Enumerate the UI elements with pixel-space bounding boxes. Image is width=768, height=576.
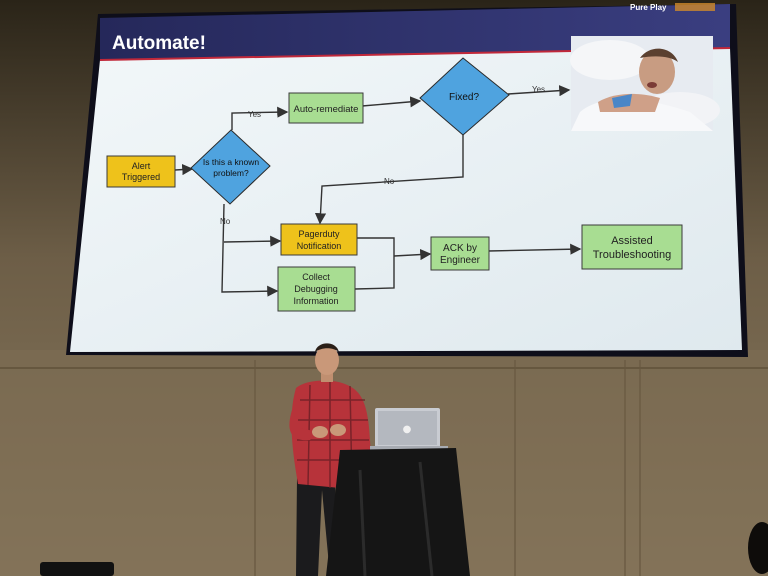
node-known-line2: problem?: [213, 168, 249, 178]
node-pagerduty-line1: Pagerduty: [298, 229, 340, 239]
node-fixed-line1: Fixed?: [449, 92, 479, 103]
node-assisted-troubleshooting: Assisted Troubleshooting: [581, 224, 683, 270]
brand-text: Pure Play: [630, 3, 667, 12]
node-remediate-line1: Auto-remediate: [294, 104, 359, 115]
node-assisted-line2: Troubleshooting: [593, 249, 671, 261]
node-collect-line1: Collect: [302, 272, 330, 282]
node-collect-line3: Information: [293, 296, 338, 306]
node-ack-line2: Engineer: [440, 255, 481, 266]
sleeping-person-photo: [570, 36, 720, 131]
node-ack-by-engineer: ACK by Engineer: [430, 236, 490, 271]
flow-connectors: [174, 85, 582, 297]
slide: Automate! Pure Play Yes No Yes: [70, 3, 742, 352]
node-collect-line2: Debugging: [294, 284, 338, 294]
node-known-line1: Is this a known: [203, 157, 259, 167]
edge-label-fixed-no: No: [384, 177, 395, 186]
apple-logo-icon: ●: [403, 424, 412, 435]
node-collect-debugging: Collect Debugging Information: [277, 266, 356, 312]
podium-table: [326, 448, 470, 576]
audience-head: [748, 522, 768, 574]
slide-title: Automate!: [112, 33, 206, 54]
brand-accent: [675, 3, 715, 11]
node-known-problem: Is this a known problem?: [190, 129, 271, 205]
node-ack-line1: ACK by: [443, 243, 477, 254]
node-fixed: Fixed?: [419, 57, 510, 136]
node-alert-triggered: Alert Triggered: [106, 155, 176, 188]
node-alert-line1: Alert: [132, 161, 151, 171]
node-alert-line2: Triggered: [122, 172, 160, 182]
node-auto-remediate: Auto-remediate: [288, 92, 364, 124]
edge-label-known-no: No: [220, 217, 231, 226]
node-assisted-line1: Assisted: [611, 235, 653, 247]
laptop: ●: [370, 408, 448, 450]
floor-monitor: [40, 562, 114, 576]
wall-panels: [0, 360, 768, 576]
node-pagerduty-notification: Pagerduty Notification: [280, 223, 358, 256]
edge-label-fixed-yes: Yes: [532, 85, 545, 94]
edge-label-known-yes: Yes: [248, 110, 261, 119]
node-pagerduty-line2: Notification: [297, 241, 342, 251]
speaker: [289, 343, 372, 576]
